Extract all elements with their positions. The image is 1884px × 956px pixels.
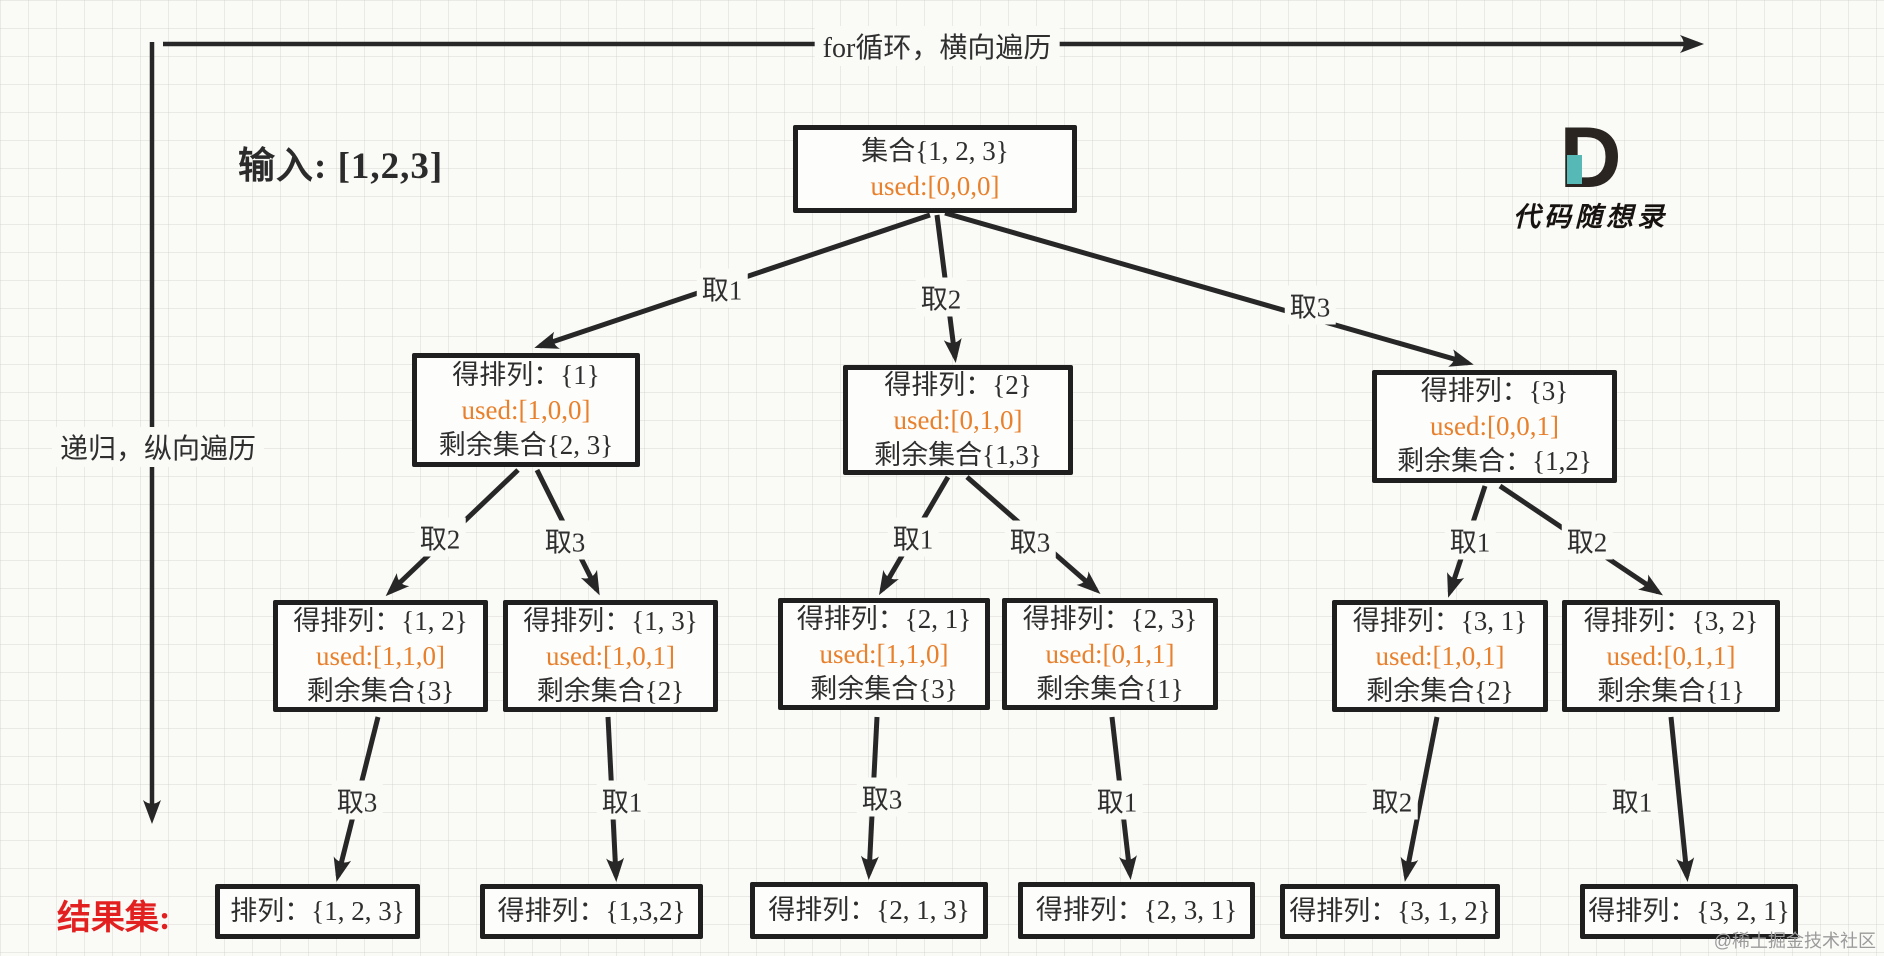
edge-label-mid-5: 取1 bbox=[1444, 520, 1496, 560]
node-rest: 剩余集合{2} bbox=[536, 675, 685, 706]
node-rest: 剩余集合{2, 3} bbox=[438, 429, 614, 460]
node-rest: 剩余集合{3} bbox=[306, 675, 455, 706]
perm-node-2-3: 得排列：{2, 3} used:[0,1,1] 剩余集合{1} bbox=[1002, 598, 1218, 710]
node-rest: 剩余集合{2} bbox=[1366, 675, 1514, 706]
node-used: used:[0,1,1] bbox=[1606, 640, 1736, 671]
node-title: 得排列：{1} bbox=[452, 359, 600, 390]
edge-label-root-1: 取1 bbox=[696, 268, 748, 308]
result-title: 得排列：{3, 2, 1} bbox=[1588, 896, 1790, 926]
perm-node-3-2: 得排列：{3, 2} used:[0,1,1] 剩余集合{1} bbox=[1562, 600, 1780, 712]
edge-label-leaf-1: 取3 bbox=[331, 780, 383, 820]
perm-node-1: 得排列：{1} used:[1,0,0] 剩余集合{2, 3} bbox=[412, 353, 640, 467]
node-rest: 剩余集合{1} bbox=[1036, 673, 1184, 704]
edge-label-leaf-3: 取3 bbox=[856, 777, 908, 817]
node-used: used:[1,0,1] bbox=[1375, 640, 1505, 671]
result-set-label: 结果集: bbox=[57, 900, 171, 937]
edge-l5 bbox=[1400, 716, 1440, 882]
horizontal-axis-label: for循环，横向遍历 bbox=[814, 26, 1060, 66]
node-title: 得排列：{3, 1} bbox=[1352, 605, 1528, 636]
edge-label-mid-3: 取1 bbox=[887, 517, 939, 557]
node-used: used:[1,1,0] bbox=[819, 638, 949, 669]
perm-node-3: 得排列：{3} used:[0,0,1] 剩余集合：{1,2} bbox=[1372, 370, 1617, 483]
node-rest: 剩余集合{1} bbox=[1597, 675, 1745, 706]
result-title: 得排列：{2, 3, 1} bbox=[1035, 895, 1238, 925]
edge-l6 bbox=[1668, 716, 1695, 882]
result-title: 得排列：{3, 1, 2} bbox=[1289, 896, 1491, 926]
result-node-231: 得排列：{2, 3, 1} bbox=[1018, 882, 1255, 939]
node-rest: 剩余集合{1,3} bbox=[874, 439, 1042, 470]
node-title: 得排列：{2, 3} bbox=[1022, 603, 1198, 634]
node-title: 得排列：{3, 2} bbox=[1583, 605, 1759, 636]
edge-label-leaf-4: 取1 bbox=[1091, 780, 1143, 820]
node-used: used:[1,1,0] bbox=[316, 640, 445, 671]
watermark: @稀土掘金技术社区 bbox=[1713, 931, 1876, 951]
node-used: used:[1,0,0] bbox=[461, 394, 591, 425]
input-label: 输入: [1,2,3] bbox=[238, 146, 444, 187]
result-node-123: 排列：{1, 2, 3} bbox=[215, 884, 420, 939]
perm-node-2-1: 得排列：{2, 1} used:[1,1,0] 剩余集合{3} bbox=[778, 598, 990, 710]
node-used: used:[0,1,0] bbox=[893, 404, 1023, 435]
node-used: used:[0,0,1] bbox=[1430, 411, 1559, 441]
node-rest: 剩余集合：{1,2} bbox=[1397, 446, 1592, 476]
node-used: used:[1,0,1] bbox=[546, 640, 675, 671]
logo: D 代码随想录 bbox=[1503, 110, 1678, 234]
node-title: 得排列：{2} bbox=[884, 369, 1032, 400]
result-title: 排列：{1, 2, 3} bbox=[230, 896, 405, 926]
node-rest: 剩余集合{3} bbox=[810, 673, 958, 704]
logo-teal-accent bbox=[1567, 155, 1582, 184]
perm-node-1-2: 得排列：{1, 2} used:[1,1,0] 剩余集合{3} bbox=[273, 600, 488, 712]
result-node-312: 得排列：{3, 1, 2} bbox=[1280, 884, 1500, 939]
result-node-321: 得排列：{3, 2, 1} bbox=[1580, 884, 1798, 939]
logo-d-icon: D bbox=[1503, 110, 1678, 206]
edge-label-mid-1: 取2 bbox=[414, 517, 466, 557]
result-title: 得排列：{2, 1, 3} bbox=[768, 895, 970, 925]
perm-node-2: 得排列：{2} used:[0,1,0] 剩余集合{1,3} bbox=[843, 365, 1073, 475]
edge-label-root-2: 取2 bbox=[915, 277, 967, 317]
logo-text: 代码随想录 bbox=[1513, 202, 1668, 232]
edge-label-mid-2: 取3 bbox=[539, 520, 591, 560]
edge-label-mid-4: 取3 bbox=[1004, 520, 1056, 560]
result-node-213: 得排列：{2, 1, 3} bbox=[750, 882, 988, 939]
edge-label-leaf-5: 取2 bbox=[1366, 780, 1418, 820]
logo-letter: D bbox=[1559, 110, 1622, 206]
vertical-axis-label: 递归，纵向遍历 bbox=[51, 427, 265, 467]
node-title: 得排列：{1, 2} bbox=[293, 605, 468, 636]
node-title: 得排列：{3} bbox=[1420, 376, 1569, 406]
result-node-132: 得排列：{1,3,2} bbox=[480, 884, 703, 939]
perm-node-3-1: 得排列：{3, 1} used:[1,0,1] 剩余集合{2} bbox=[1332, 600, 1548, 712]
edge-label-leaf-2: 取1 bbox=[596, 780, 648, 820]
node-used: used:[0,1,1] bbox=[1045, 638, 1175, 669]
result-title: 得排列：{1,3,2} bbox=[497, 896, 686, 926]
node-title: 得排列：{1, 3} bbox=[523, 605, 698, 636]
edge-label-mid-6: 取2 bbox=[1561, 520, 1613, 560]
edge-label-root-3: 取3 bbox=[1284, 285, 1336, 325]
edge-root-3 bbox=[944, 210, 1474, 367]
node-title: 得排列：{2, 1} bbox=[796, 603, 972, 634]
perm-node-1-3: 得排列：{1, 3} used:[1,0,1] 剩余集合{2} bbox=[503, 600, 718, 712]
edge-label-leaf-6: 取1 bbox=[1606, 780, 1658, 820]
root-node: 集合{1, 2, 3} used:[0,0,0] bbox=[793, 125, 1077, 213]
root-node-title: 集合{1, 2, 3} bbox=[861, 136, 1009, 166]
root-node-used: used:[0,0,0] bbox=[870, 171, 1000, 201]
